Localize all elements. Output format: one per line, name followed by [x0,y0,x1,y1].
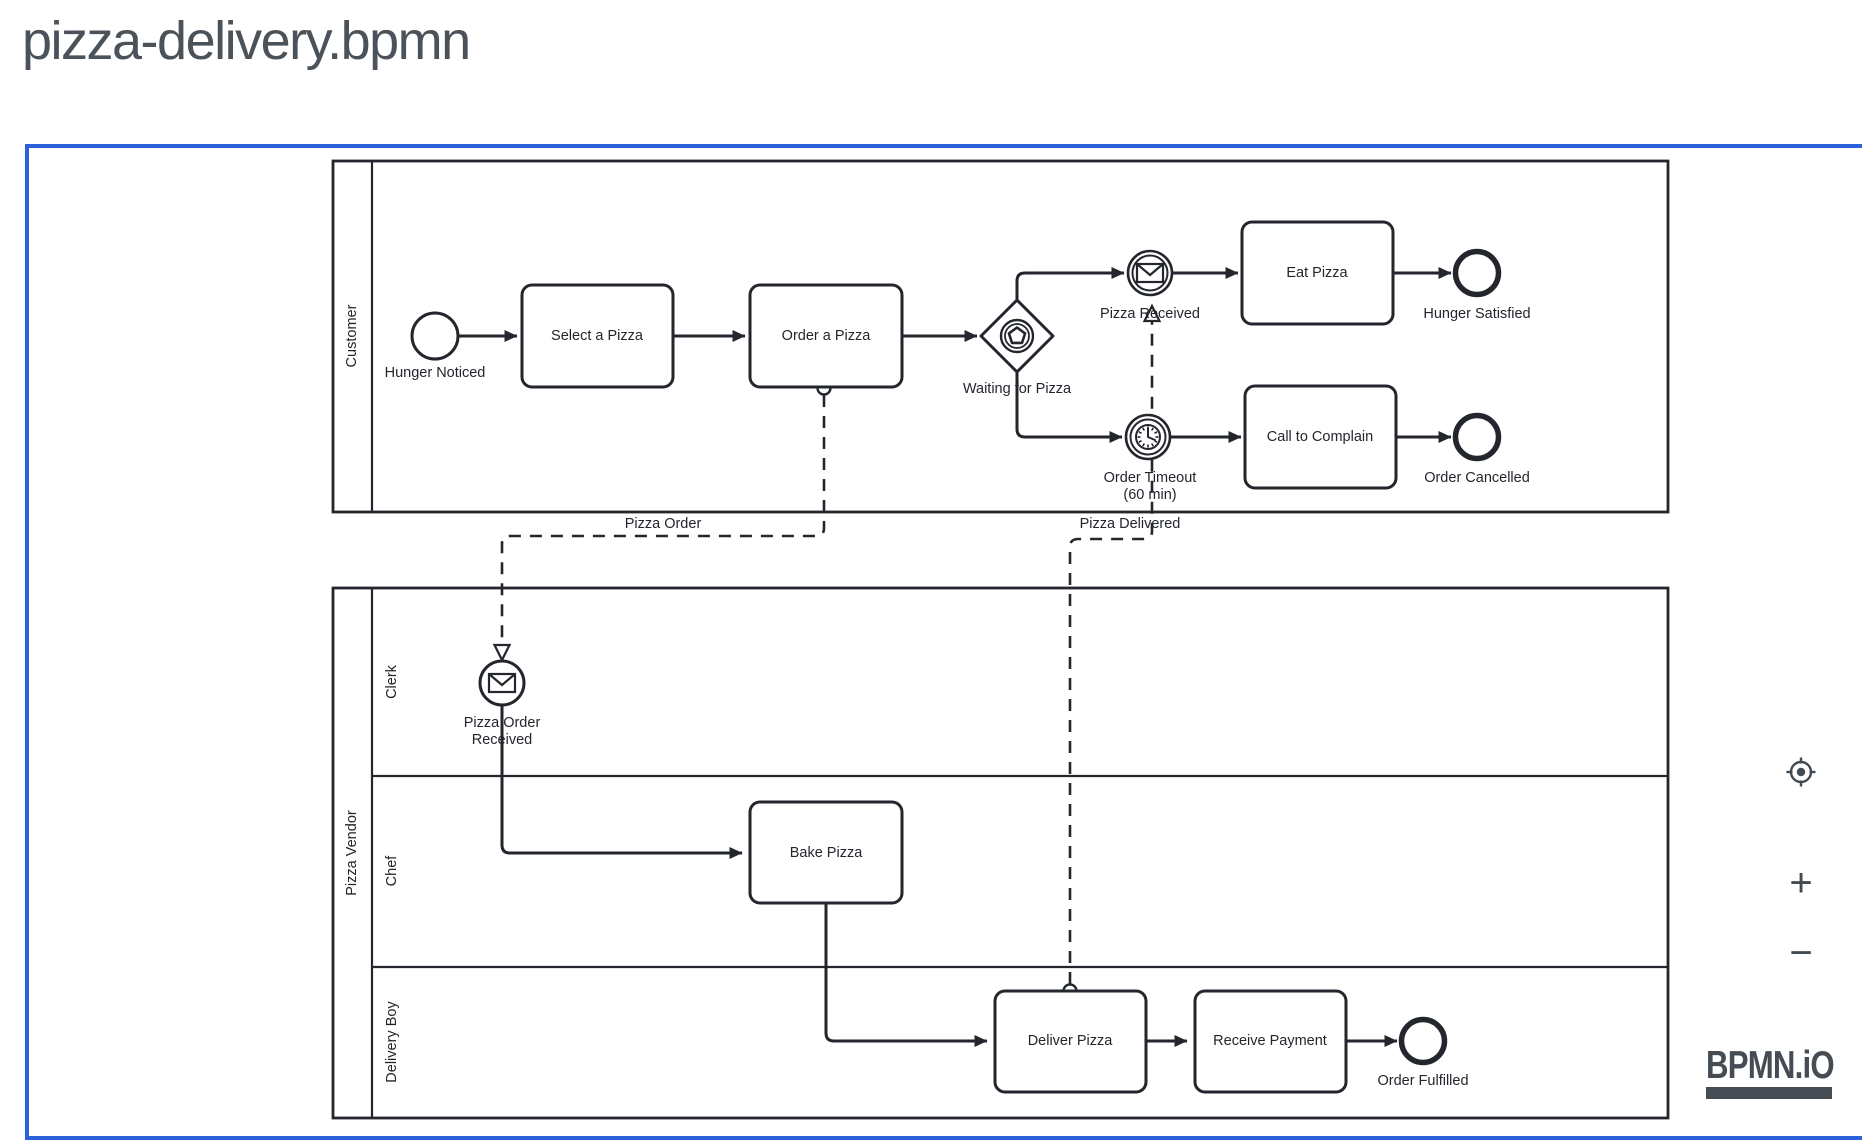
task-order-a-pizza[interactable]: Order a Pizza [748,283,904,389]
label-pizza-order-flow: Pizza Order [625,516,702,532]
task-eat-pizza[interactable]: Eat Pizza [1240,220,1395,326]
task-deliver-pizza[interactable]: Deliver Pizza [993,989,1148,1094]
task-label: Receive Payment [1213,1033,1327,1049]
flow-gateway-to-received[interactable] [1015,267,1125,300]
task-bake-pizza[interactable]: Bake Pizza [748,800,904,905]
event-end-order-cancelled[interactable] [1452,412,1502,462]
event-start-pizza-order-received[interactable] [478,659,526,707]
message-flow-pizza-delivered[interactable] [1062,303,1162,999]
label-waiting-for-pizza: Waiting for Pizza [963,381,1072,397]
pool-customer[interactable]: Customer [331,159,1670,514]
label-hunger-noticed: Hunger Noticed [385,365,486,381]
task-label: Select a Pizza [551,328,644,344]
flow-orderreceived-to-bake[interactable] [500,705,743,859]
zoom-in-button[interactable]: + [1789,861,1813,905]
lane-clerk-label: Clerk [384,664,400,699]
flow-bake-to-deliver[interactable] [824,903,988,1047]
gateway-inner-circle-icon [1004,323,1030,349]
label-order-cancelled: Order Cancelled [1424,470,1530,486]
zoom-out-button[interactable]: − [1789,931,1813,975]
gateway-outer-circle-icon [999,318,1035,354]
crosshair-target-icon [1786,757,1816,787]
gateway-event-based-waiting[interactable] [979,298,1055,374]
bpmn-io-logo-text: BPMN.iO [1706,1044,1835,1087]
bpmn-io-logo-underline [1706,1087,1832,1099]
label-order-fulfilled: Order Fulfilled [1377,1073,1468,1089]
label-pizza-order-received-1: Pizza Order [464,715,541,731]
file-title: pizza-delivery.bpmn [22,11,471,71]
task-label: Order a Pizza [782,328,872,344]
task-label: Bake Pizza [790,845,863,861]
task-call-to-complain[interactable]: Call to Complain [1243,384,1398,490]
label-order-timeout-1: Order Timeout [1104,470,1197,486]
task-select-a-pizza[interactable]: Select a Pizza [520,283,675,389]
label-pizza-order-received-2: Received [472,732,532,748]
lane-delivery-boy-label: Delivery Boy [384,1001,400,1083]
event-catch-pizza-received[interactable] [1126,249,1174,297]
event-catch-order-timeout[interactable] [1124,413,1172,461]
pool-pizza-vendor[interactable]: Pizza Vendor Clerk Chef Delivery Boy [331,586,1670,1120]
flow-gateway-to-timeout[interactable] [1015,372,1123,443]
label-pizza-delivered-flow: Pizza Delivered [1080,516,1181,532]
event-start-hunger-noticed[interactable] [410,311,460,361]
event-end-order-fulfilled[interactable] [1398,1016,1448,1066]
bpmn-canvas[interactable]: Customer Pizza Vendor Clerk Chef Deliver… [25,144,1862,1140]
label-order-timeout-2: (60 min) [1123,487,1176,503]
lane-chef-label: Chef [384,855,400,887]
task-label: Call to Complain [1267,429,1373,445]
event-end-hunger-satisfied[interactable] [1452,248,1502,298]
reset-viewport-button[interactable] [1786,757,1816,787]
message-envelope-icon [487,672,517,694]
bpmn-io-logo[interactable]: BPMN.iO [1706,1046,1836,1099]
label-pizza-received: Pizza Received [1100,306,1200,322]
task-receive-payment[interactable]: Receive Payment [1193,989,1348,1094]
task-label: Deliver Pizza [1028,1033,1114,1049]
timer-clock-icon [1135,424,1161,450]
message-envelope-icon [1135,262,1165,284]
message-arrow-open [492,643,512,663]
pool-vendor-label: Pizza Vendor [344,810,360,896]
message-arrow-open [1142,303,1162,323]
pool-customer-label: Customer [344,304,360,367]
task-label: Eat Pizza [1286,265,1348,281]
label-hunger-satisfied: Hunger Satisfied [1423,306,1530,322]
pentagon-icon [1007,326,1027,345]
